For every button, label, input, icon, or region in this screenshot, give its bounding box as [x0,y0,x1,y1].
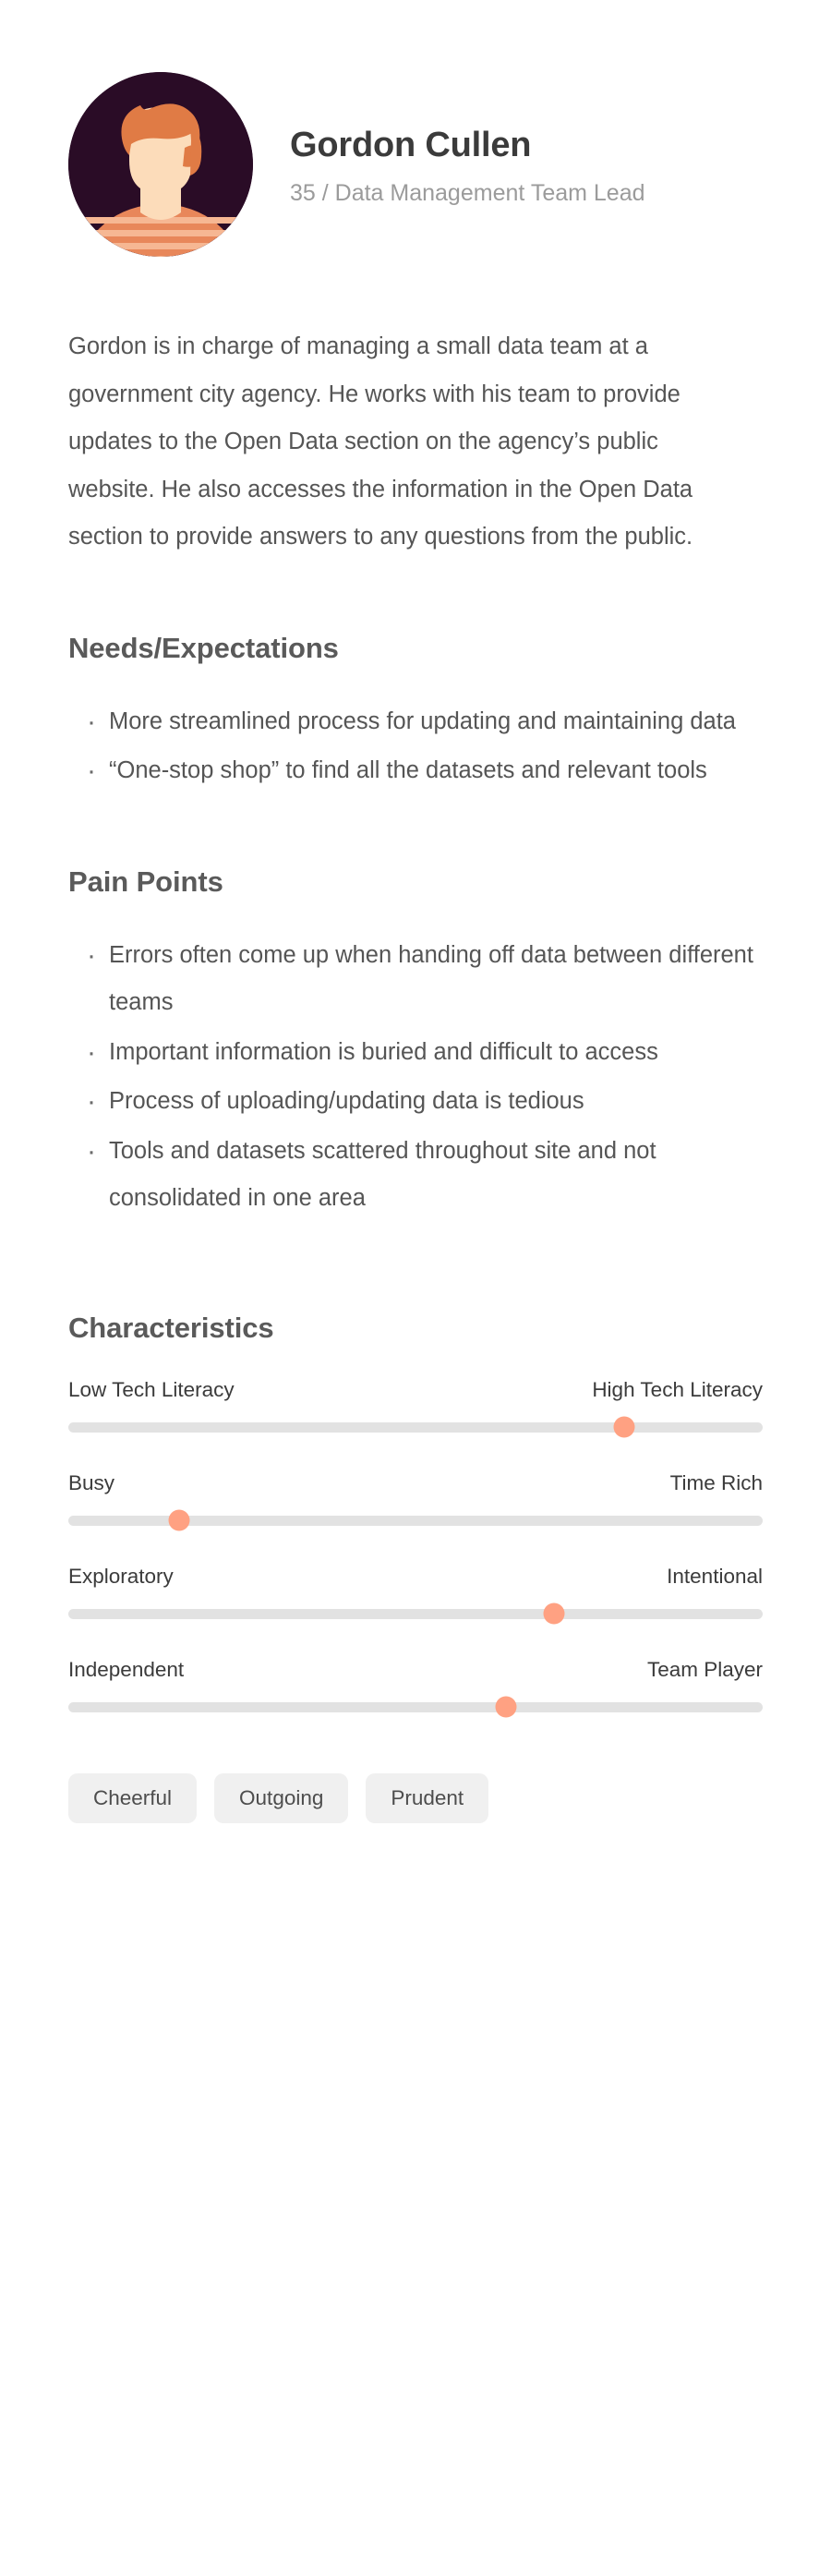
person-name: Gordon Cullen [290,125,532,164]
pain-points-list: Errors often come up when handing off da… [68,928,763,1223]
slider-row-exploratory-intentional: Exploratory Intentional [68,1565,763,1625]
slider-track[interactable] [68,1416,763,1438]
identity-block: Gordon Cullen 35 / Data Management Team … [290,121,645,209]
slider-thumb[interactable] [613,1416,635,1438]
slider-label-left: Independent [68,1657,185,1681]
slider-row-independent-team-player: Independent Team Player [68,1658,763,1718]
slider-thumb[interactable] [495,1696,517,1718]
section-needs-expectations: Needs/Expectations More streamlined proc… [68,631,763,800]
section-title-pain-points: Pain Points [68,865,223,898]
needs-list: More streamlined process for updating an… [68,695,763,800]
slider-labels: Exploratory Intentional [68,1565,763,1589]
slider-label-right: High Tech Literacy [592,1377,763,1401]
slider-label-right: Intentional [667,1564,763,1588]
section-characteristics: Characteristics Low Tech Literacy High T… [68,1312,763,1824]
avatar [68,72,253,257]
slider-thumb[interactable] [168,1509,190,1531]
slider-label-right: Team Player [646,1657,763,1681]
slider-label-left: Exploratory [68,1564,174,1588]
slider-labels: Independent Team Player [68,1658,763,1682]
avatar-illustration [68,72,253,257]
slider-labels: Low Tech Literacy High Tech Literacy [68,1378,763,1402]
list-item: Process of uploading/updating data is te… [68,1074,763,1130]
section-title-characteristics: Characteristics [68,1311,274,1344]
slider-label-left: Low Tech Literacy [68,1377,235,1401]
trait-tag[interactable]: Outgoing [214,1772,349,1824]
list-item: “One-stop shop” to find all the datasets… [68,744,763,799]
slider-row-busy-time-rich: Busy Time Rich [68,1471,763,1531]
list-item: Errors often come up when handing off da… [68,928,763,1027]
bio-paragraph: Gordon is in charge of managing a small … [68,333,693,550]
slider-row-tech-literacy: Low Tech Literacy High Tech Literacy [68,1378,763,1438]
slider-label-right: Time Rich [669,1470,763,1494]
slider-track[interactable] [68,1602,763,1625]
slider-thumb[interactable] [543,1602,565,1625]
person-meta: 35 / Data Management Team Lead [290,180,645,207]
slider-track[interactable] [68,1696,763,1718]
list-item: More streamlined process for updating an… [68,695,763,750]
trait-tag[interactable]: Prudent [366,1772,489,1824]
trait-tag[interactable]: Cheerful [68,1772,198,1824]
list-item: Tools and datasets scattered throughout … [68,1124,763,1223]
trait-tag-row: Cheerful Outgoing Prudent [68,1772,763,1824]
slider-track[interactable] [68,1509,763,1531]
persona-header: Gordon Cullen 35 / Data Management Team … [68,0,763,257]
slider-labels: Busy Time Rich [68,1471,763,1495]
section-pain-points: Pain Points Errors often come up when ha… [68,865,763,1223]
section-title-needs: Needs/Expectations [68,631,339,664]
list-item: Important information is buried and diff… [68,1025,763,1081]
slider-label-left: Busy [68,1470,115,1494]
